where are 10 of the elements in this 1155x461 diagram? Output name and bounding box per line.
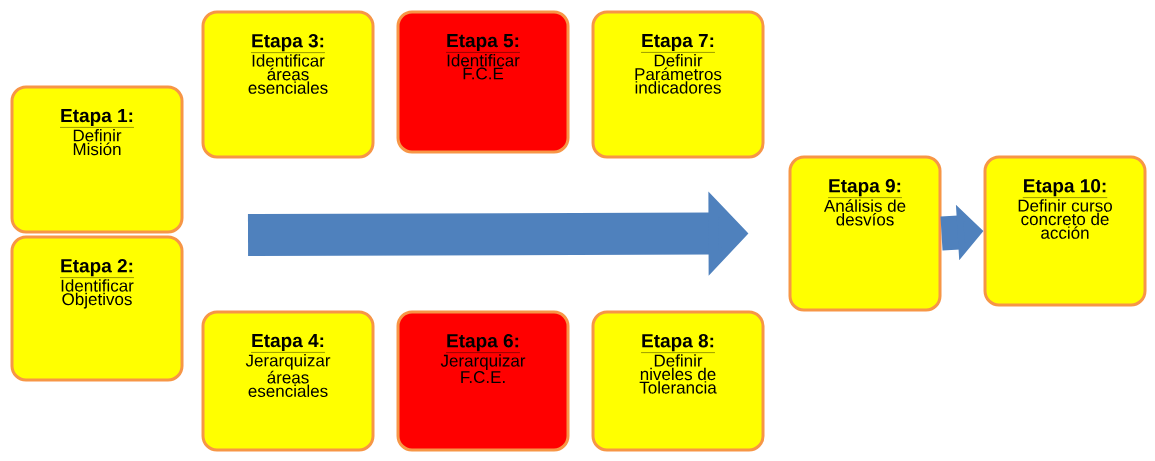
- stage-box: Etapa 10: Definir curso concreto de acción: [983, 155, 1147, 307]
- stage-box: Etapa 6: Jerarquizar F.C.E.: [396, 310, 570, 452]
- stage-box: Etapa 5: Identificar F.C.E: [396, 10, 570, 154]
- stage-box: Etapa 8: Definir niveles de Tolerancia: [591, 310, 765, 452]
- stage-box: Etapa 1: Definir Misión: [10, 85, 184, 234]
- stage-box: Etapa 7: Definir Parámetros indicadores: [591, 10, 765, 159]
- stage-box: Etapa 3: Identificar áreas esenciales: [201, 10, 375, 159]
- stage-box: Etapa 2: Identificar Objetivos: [10, 235, 184, 382]
- stage-box: Etapa 9: Análisis de desvíos: [788, 155, 942, 312]
- stage-box: Etapa 4: Jerarquizar áreas esenciales: [201, 310, 375, 452]
